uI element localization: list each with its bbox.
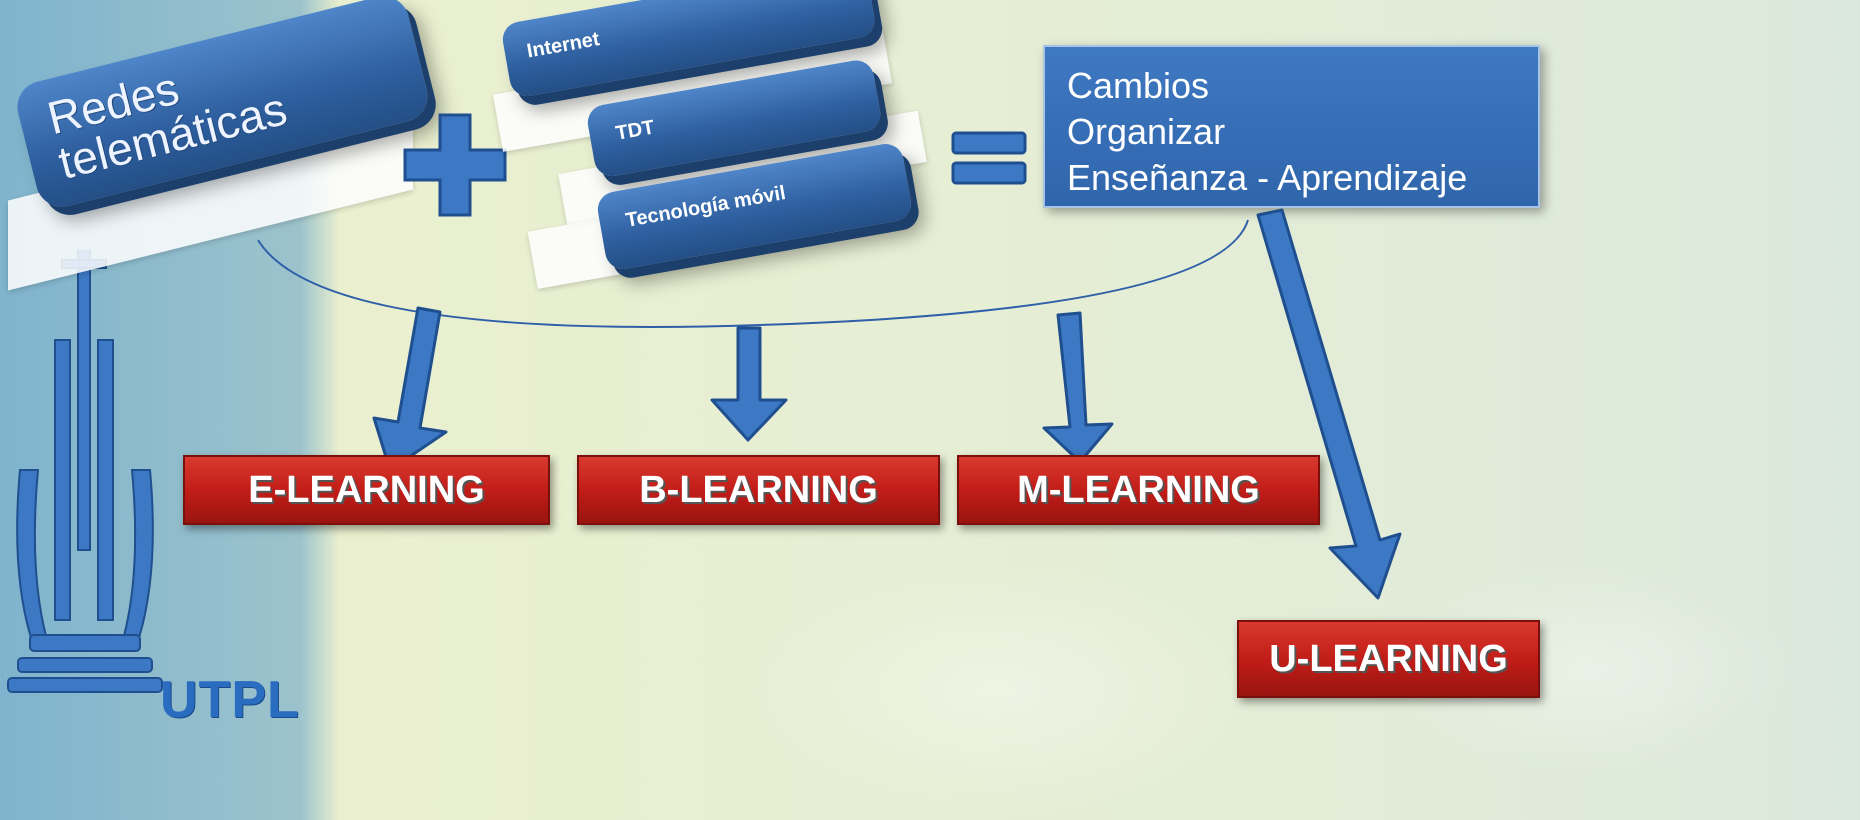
outcome-u-learning-label: U-LEARNING [1269, 637, 1508, 680]
arrow-to-e-learning [372, 306, 448, 472]
utpl-emblem-icon [7, 250, 163, 693]
grouping-arc [257, 219, 1249, 328]
outcome-e-learning: E-LEARNING [183, 455, 550, 525]
result-line-organizar: Organizar [1067, 111, 1226, 152]
plus-symbol [403, 113, 507, 217]
outcome-b-learning: B-LEARNING [577, 455, 940, 525]
outcome-b-learning-label: B-LEARNING [639, 468, 878, 511]
arrow-to-u-learning [1256, 208, 1402, 600]
utpl-logo-text: UTPL [160, 671, 300, 729]
outcome-u-learning: U-LEARNING [1237, 620, 1540, 698]
arrow-to-b-learning [710, 326, 788, 442]
result-line-ensenanza: Enseñanza - Aprendizaje [1067, 157, 1468, 198]
equals-symbol [951, 131, 1027, 185]
connectors-layer [257, 208, 1402, 600]
result-box: Cambios Organizar Enseñanza - Aprendizaj… [1043, 45, 1540, 208]
outcome-m-learning: M-LEARNING [957, 455, 1320, 525]
outcome-e-learning-label: E-LEARNING [248, 468, 485, 511]
outcome-m-learning-label: M-LEARNING [1017, 468, 1260, 511]
result-line-cambios: Cambios [1067, 65, 1210, 106]
arrow-to-m-learning [1042, 311, 1114, 464]
